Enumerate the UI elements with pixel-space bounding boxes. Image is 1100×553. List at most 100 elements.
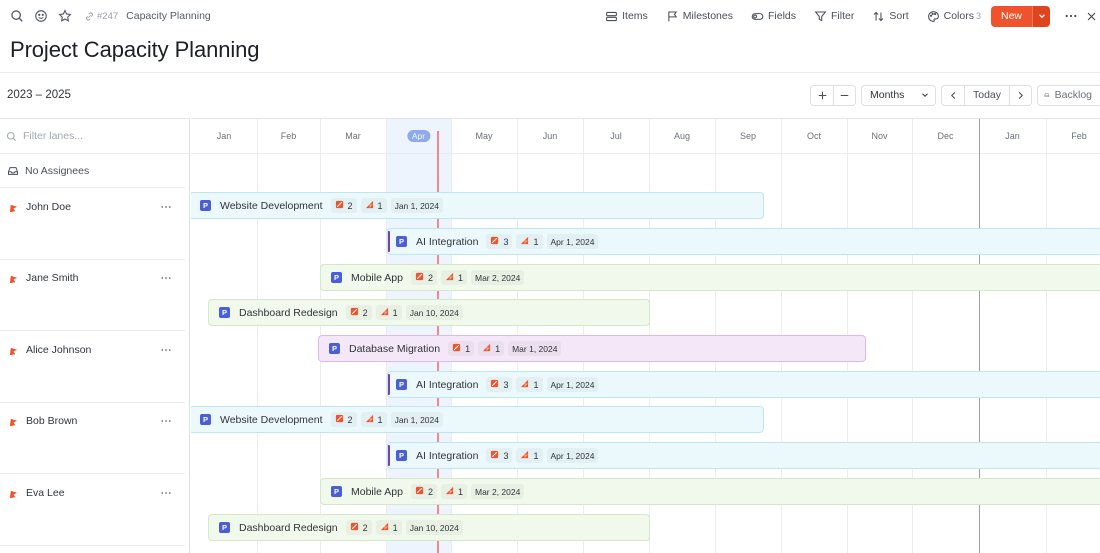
close-icon — [1087, 12, 1096, 20]
effort-icon — [482, 343, 491, 354]
new-button[interactable]: New — [990, 5, 1050, 27]
zoom-out-button[interactable] — [833, 85, 855, 105]
effort-badge: 1 — [441, 270, 467, 285]
effort-count: 1 — [377, 414, 383, 425]
colors-label: Colors — [943, 10, 974, 22]
star-icon[interactable] — [56, 7, 74, 25]
task-icon — [415, 272, 424, 283]
effort-badge: 1 — [516, 377, 542, 392]
project-badge-icon: P — [396, 450, 407, 461]
lane-person[interactable]: Alice Johnson — [0, 332, 185, 403]
effort-count: 1 — [457, 486, 463, 497]
more-horizontal-icon — [1065, 14, 1077, 18]
lane-more-icon[interactable] — [160, 201, 174, 213]
bar-date: Apr 1, 2024 — [547, 234, 599, 249]
flag-icon — [668, 11, 677, 21]
chevron-down-icon — [922, 93, 929, 97]
task-count: 2 — [427, 486, 433, 497]
task-count-badge: 2 — [346, 520, 372, 535]
task-count: 2 — [362, 307, 368, 318]
new-dropdown-caret[interactable] — [1032, 5, 1050, 27]
milestones-button[interactable]: Milestones — [666, 10, 733, 23]
task-count: 3 — [503, 379, 509, 390]
bar-title: AI Integration — [416, 449, 479, 462]
emoji-icon[interactable] — [32, 7, 50, 25]
bar-title: Mobile App — [351, 485, 403, 498]
lane-more-icon[interactable] — [160, 415, 174, 427]
lane-person-name: Jane Smith — [26, 272, 79, 285]
items-button[interactable]: Items — [605, 10, 648, 23]
project-badge-icon: P — [200, 200, 211, 211]
task-icon — [490, 236, 499, 247]
more-options-button[interactable] — [1062, 9, 1080, 23]
sort-label: Sort — [889, 10, 909, 22]
task-count: 2 — [427, 272, 433, 283]
effort-badge: 1 — [376, 520, 402, 535]
effort-icon — [365, 200, 374, 211]
lane-more-icon[interactable] — [160, 487, 174, 499]
filter-lanes-placeholder: Filter lanes... — [23, 130, 84, 142]
bar-date: Mar 1, 2024 — [508, 341, 561, 356]
lane-person[interactable]: Eva Lee — [0, 475, 185, 546]
effort-count: 1 — [495, 343, 501, 354]
fields-button[interactable]: Fields — [751, 10, 796, 23]
project-badge-icon: P — [219, 522, 230, 533]
effort-count: 1 — [533, 450, 539, 461]
effort-count: 1 — [533, 236, 539, 247]
timeline-toolbar: 2023 – 2025 Months Today Backlog — [0, 72, 1100, 118]
task-count: 2 — [347, 414, 353, 425]
colors-button[interactable]: Colors 3 — [927, 10, 981, 23]
filter-label: Filter — [831, 10, 855, 22]
link-icon — [86, 11, 93, 21]
month-label: Feb — [280, 131, 297, 141]
effort-count: 1 — [392, 522, 398, 533]
toggle-icon — [751, 12, 764, 20]
lane-person[interactable]: Jane Smith — [0, 260, 185, 332]
filter-button[interactable]: Filter — [814, 10, 854, 23]
effort-count: 1 — [457, 272, 463, 283]
next-button[interactable] — [1009, 85, 1031, 105]
zoom-in-button[interactable] — [811, 86, 833, 105]
task-icon — [415, 486, 424, 497]
project-badge-icon: P — [219, 307, 230, 318]
breadcrumb[interactable]: Capacity Planning — [126, 10, 211, 22]
navigation-group: Today — [941, 84, 1032, 106]
search-icon[interactable] — [8, 7, 26, 25]
bar-title: Dashboard Redesign — [239, 306, 338, 319]
project-badge-icon: P — [331, 486, 342, 497]
lane-person[interactable]: Bob Brown — [0, 403, 185, 475]
bar-accent — [388, 231, 390, 252]
scale-select[interactable]: Months — [861, 84, 936, 106]
no-assignees-label: No Assignees — [25, 164, 90, 177]
bar-date: Apr 1, 2024 — [547, 377, 599, 392]
task-count: 3 — [503, 236, 509, 247]
item-id-tag[interactable]: #247 — [84, 11, 118, 22]
close-button[interactable] — [1086, 11, 1100, 22]
sort-button[interactable]: Sort — [872, 10, 909, 23]
task-count-badge: 3 — [486, 448, 512, 463]
effort-badge: 1 — [376, 305, 402, 320]
lane-person[interactable]: John Doe — [0, 189, 185, 260]
filter-lanes-input[interactable]: Filter lanes... — [0, 119, 189, 154]
backlog-button[interactable]: Backlog — [1037, 84, 1100, 106]
month-gridline — [912, 119, 913, 553]
previous-button[interactable] — [942, 86, 964, 105]
lane-more-icon[interactable] — [160, 344, 174, 356]
timeline-grid: JanFebMarAprMayJunJulAugSepOctNovDecJanF… — [191, 118, 1100, 553]
bar-date: Mar 2, 2024 — [471, 270, 524, 285]
lane-more-icon[interactable] — [160, 272, 174, 284]
today-button[interactable]: Today — [964, 85, 1009, 105]
chevron-right-icon — [1018, 91, 1023, 99]
lane-no-assignees[interactable]: No Assignees — [0, 154, 185, 188]
new-label[interactable]: New — [990, 5, 1032, 27]
